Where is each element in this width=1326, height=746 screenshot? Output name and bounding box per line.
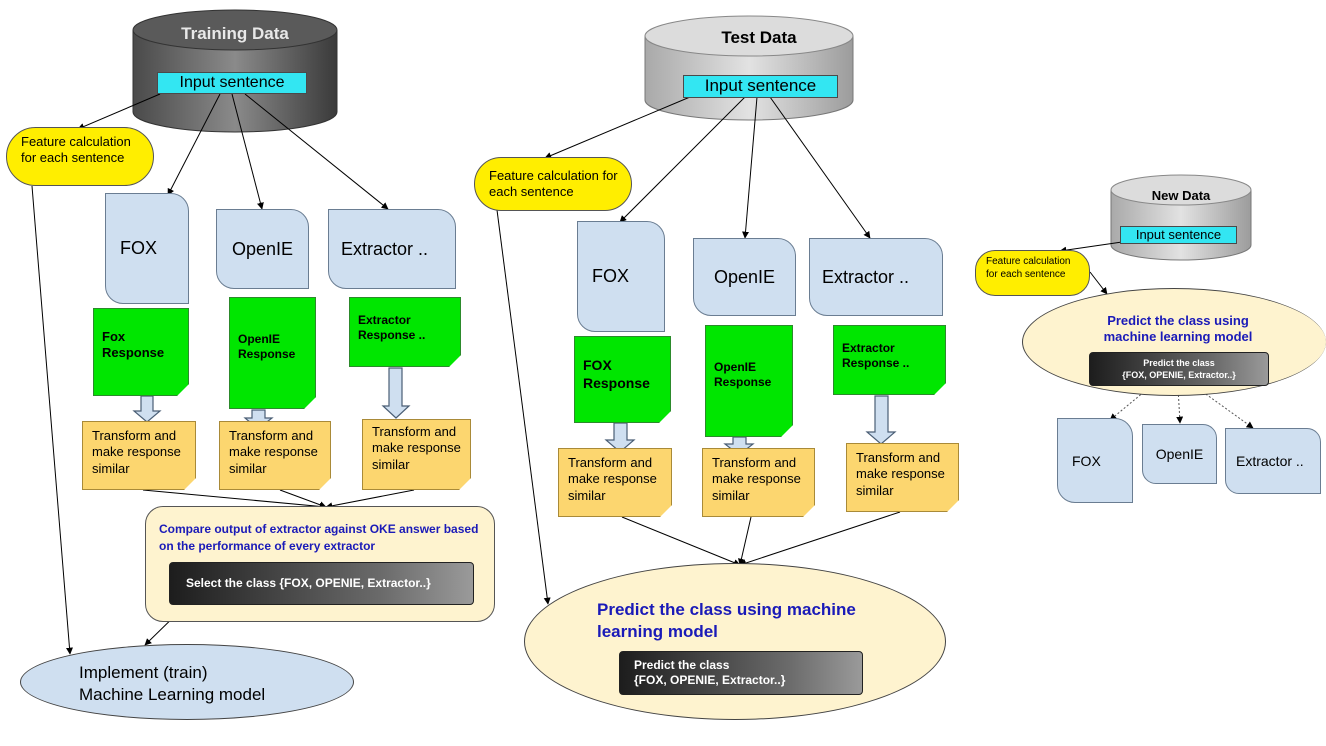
new-predict-ellipse: Predict the class using machine learning… [1022, 288, 1326, 396]
test-response-extractor: Extractor Response .. [833, 325, 946, 395]
test-feature-text: Feature calculation for each sentence [489, 168, 618, 200]
compare-output-box: Compare output of extractor against OKE … [145, 506, 495, 622]
training-transform-fox: Transform and make response similar [82, 421, 196, 490]
training-data-title: Training Data [181, 24, 289, 43]
new-feature-calculation: Feature calculation for each sentence [975, 250, 1090, 296]
training-response-fox-text: Fox Response [102, 329, 165, 361]
new-predict-class-bar: Predict the class {FOX, OPENIE, Extracto… [1089, 352, 1269, 386]
new-extractor-openie: OpenIE [1142, 424, 1217, 484]
test-transform-openie-text: Transform and make response similar [712, 455, 801, 503]
training-feature-text: Feature calculation for each sentence [21, 134, 131, 166]
training-response-openie-text: OpenIE Response [238, 332, 296, 361]
test-transform-extractor: Transform and make response similar [846, 443, 959, 512]
test-response-openie-text: OpenIE Response [714, 360, 772, 389]
new-predict-title: Predict the class using machine learning… [1103, 313, 1253, 344]
test-predict-title: Predict the class using machine learning… [597, 600, 856, 641]
new-extractor-generic-label: Extractor .. [1236, 453, 1304, 469]
test-predict-ellipse: Predict the class using machine learning… [524, 563, 946, 720]
test-response-extractor-text: Extractor Response .. [842, 341, 910, 370]
new-extractor-generic: Extractor .. [1225, 428, 1321, 494]
test-transform-fox-text: Transform and make response similar [568, 455, 657, 503]
new-predict-class-line2: {FOX, OPENIE, Extractor..} [1122, 370, 1236, 380]
compare-output-text: Compare output of extractor against OKE … [159, 522, 479, 553]
training-extractor-generic-label: Extractor .. [341, 238, 429, 259]
training-input-sentence: Input sentence [157, 72, 307, 94]
training-transform-fox-text: Transform and make response similar [92, 428, 181, 476]
training-response-openie: OpenIE Response [229, 297, 316, 409]
new-extractor-openie-label: OpenIE [1155, 446, 1204, 462]
training-response-fox: Fox Response [93, 308, 189, 396]
new-predict-class-line1: Predict the class [1143, 358, 1215, 368]
training-extractor-generic: Extractor .. [328, 209, 456, 289]
new-data-title: New Data [1151, 188, 1211, 203]
test-extractor-fox: FOX [577, 221, 665, 332]
select-class-bar: Select the class {FOX, OPENIE, Extractor… [169, 562, 474, 605]
test-transform-openie: Transform and make response similar [702, 448, 815, 517]
test-response-fox-text: FOX Response [583, 357, 650, 391]
test-predict-class-line2: {FOX, OPENIE, Extractor..} [634, 673, 786, 687]
training-extractor-fox: FOX [105, 193, 189, 304]
test-data-title: Test Data [721, 28, 797, 47]
test-response-fox: FOX Response [574, 336, 671, 423]
training-transform-openie-text: Transform and make response similar [229, 428, 318, 476]
test-feature-calculation: Feature calculation for each sentence [474, 157, 632, 211]
test-extractor-generic: Extractor .. [809, 238, 943, 316]
training-extractor-fox-label: FOX [120, 238, 158, 258]
new-extractor-fox-label: FOX [1072, 452, 1101, 469]
test-transform-fox: Transform and make response similar [558, 448, 672, 517]
test-predict-class-line1: Predict the class [634, 658, 730, 672]
training-extractor-openie: OpenIE [216, 209, 309, 289]
new-extractor-fox: FOX [1057, 418, 1133, 503]
train-model-text: Implement (train) Machine Learning model [79, 662, 265, 706]
test-extractor-openie-label: OpenIE [713, 266, 776, 287]
test-predict-class-bar: Predict the class {FOX, OPENIE, Extracto… [619, 651, 863, 695]
training-transform-openie: Transform and make response similar [219, 421, 331, 490]
training-response-extractor: Extractor Response .. [349, 297, 461, 367]
train-model-line1: Implement (train) [79, 663, 208, 682]
training-extractor-openie-label: OpenIE [231, 238, 294, 259]
train-model-line2: Machine Learning model [79, 685, 266, 704]
training-transform-extractor: Transform and make response similar [362, 419, 471, 490]
train-model-ellipse: Implement (train) Machine Learning model [20, 644, 354, 720]
new-feature-text: Feature calculation for each sentence [986, 256, 1071, 280]
new-input-sentence: Input sentence [1120, 226, 1237, 244]
training-feature-calculation: Feature calculation for each sentence [6, 127, 154, 186]
test-transform-extractor-text: Transform and make response similar [856, 450, 945, 498]
select-class-text: Select the class {FOX, OPENIE, Extractor… [186, 576, 431, 590]
test-extractor-generic-label: Extractor .. [822, 266, 910, 287]
training-response-extractor-text: Extractor Response .. [358, 313, 426, 342]
training-transform-extractor-text: Transform and make response similar [372, 424, 461, 472]
test-extractor-openie: OpenIE [693, 238, 796, 316]
test-extractor-fox-label: FOX [592, 266, 630, 286]
test-response-openie: OpenIE Response [705, 325, 793, 437]
test-input-sentence: Input sentence [683, 75, 838, 98]
